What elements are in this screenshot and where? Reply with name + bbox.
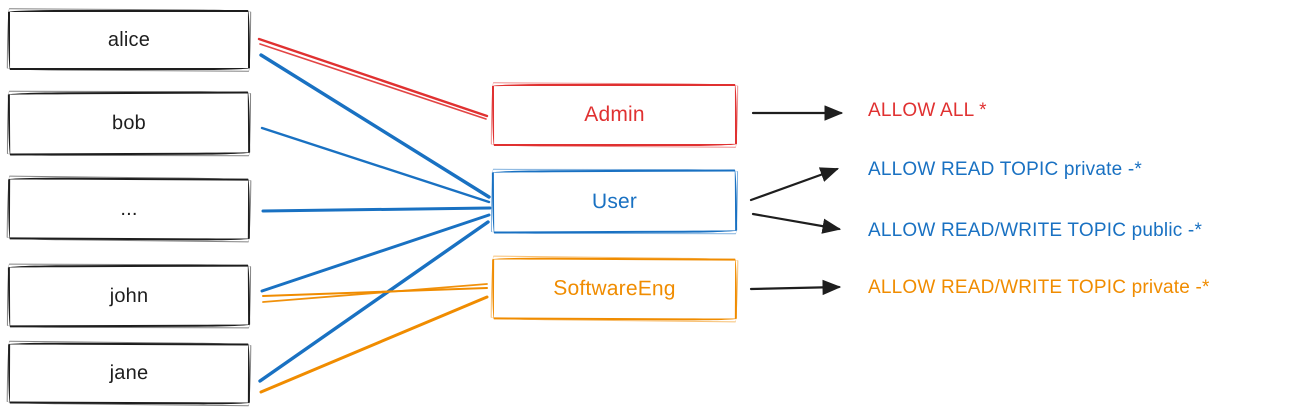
arrow-user-readwrite-public: [751, 212, 842, 234]
edge-dots-user: [261, 206, 492, 213]
user-box-john: john: [7, 264, 251, 328]
user-box-jane: jane: [7, 342, 251, 405]
edge-john-user: [260, 213, 491, 293]
role-label-softwareeng: SoftwareEng: [553, 276, 676, 301]
permission-readwrite-topic-public: ALLOW READ/WRITE TOPIC public -*: [868, 220, 1203, 241]
edge-jane-softwareeng: [259, 295, 489, 394]
user-box-ellipsis: ...: [7, 177, 251, 241]
permission-allow-all: ALLOW ALL *: [868, 100, 987, 121]
arrow-softwareeng-readwrite-private: [749, 279, 842, 296]
arrow-user-read-private: [749, 167, 840, 202]
user-label-jane: jane: [109, 361, 149, 385]
permission-readwrite-topic-private: ALLOW READ/WRITE TOPIC private -*: [868, 277, 1210, 298]
edge-jane-user: [258, 220, 490, 383]
role-label-admin: Admin: [584, 103, 645, 126]
edge-john-softwareeng: [262, 287, 488, 297]
edge-bob-user: [260, 126, 491, 204]
user-label-alice: alice: [107, 28, 151, 51]
role-label-user: User: [591, 189, 638, 213]
user-box-bob: bob: [7, 91, 251, 156]
edge-alice-admin-overdraw: [259, 43, 487, 120]
user-box-alice: alice: [8, 10, 250, 70]
edge-alice-admin: [257, 37, 489, 118]
edge-alice-user: [259, 53, 491, 199]
role-box-softwareeng: SoftwareEng: [491, 257, 738, 321]
user-label-ellipsis: ...: [120, 197, 138, 220]
role-box-user: User: [491, 169, 738, 234]
role-box-admin: Admin: [492, 84, 737, 146]
permission-read-topic-private: ALLOW READ TOPIC private -*: [868, 159, 1142, 180]
user-label-john: john: [109, 284, 149, 307]
edge-john-softwareeng-overdraw: [262, 283, 488, 303]
user-label-bob: bob: [111, 111, 147, 135]
